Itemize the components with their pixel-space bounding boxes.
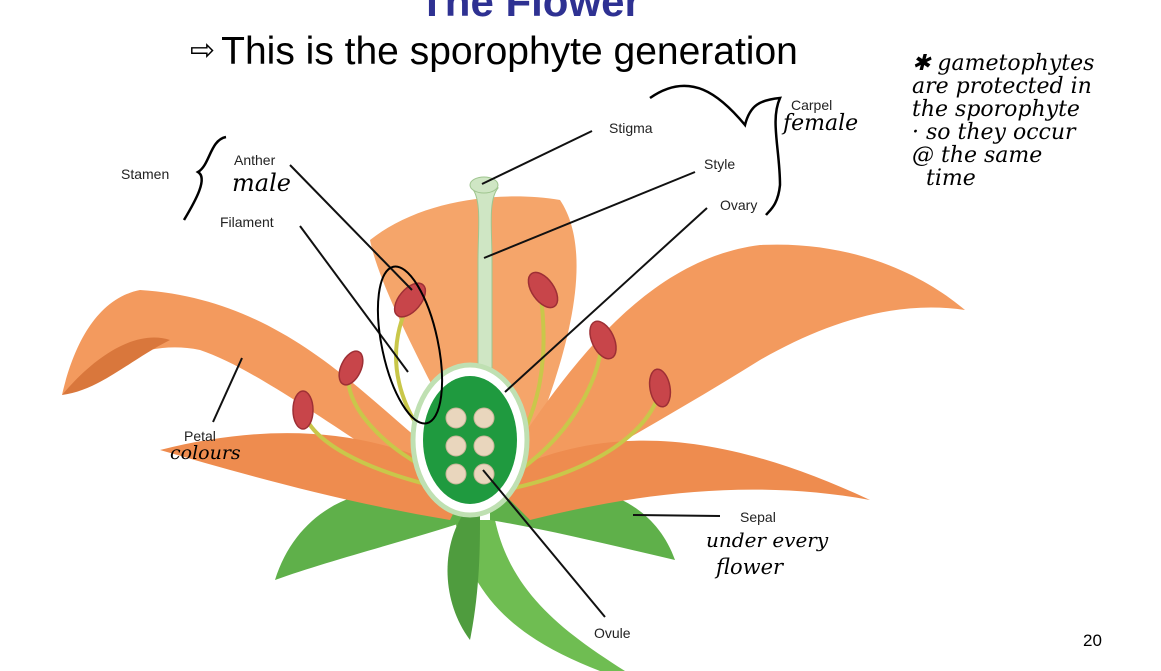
stem xyxy=(455,520,625,671)
handwritten-male: male xyxy=(232,169,291,197)
label-stigma: Stigma xyxy=(609,120,653,136)
anthers xyxy=(292,271,672,430)
handwritten-sepal-note-2: flower xyxy=(716,555,784,579)
page-number: 20 xyxy=(1083,631,1102,650)
note-line: ✱ gametophytes xyxy=(912,51,1095,76)
handwritten-side-note: ✱ gametophytes are protected in the spor… xyxy=(912,52,1094,190)
slide-subtitle: ⇨This is the sporophyte generation xyxy=(190,30,798,74)
petal-left-low xyxy=(160,433,470,520)
sepal-front xyxy=(447,505,480,640)
handwritten-female: female xyxy=(783,111,859,136)
note-line: the sporophyte xyxy=(912,97,1080,122)
petal-right xyxy=(500,244,965,500)
handwritten-sepal-note-1: under every xyxy=(706,528,829,552)
petal-right-low xyxy=(490,440,870,520)
ovary xyxy=(423,376,517,504)
label-petal: Petal xyxy=(184,428,216,444)
note-line: are protected in xyxy=(912,74,1092,99)
ovules xyxy=(445,407,495,485)
label-anther: Anther xyxy=(234,152,276,168)
label-sepal: Sepal xyxy=(740,509,776,525)
leader-lines xyxy=(212,130,721,618)
anther-circle xyxy=(376,265,444,425)
petal-back xyxy=(370,196,577,471)
label-filament: Filament xyxy=(220,214,274,230)
subtitle-text: This is the sporophyte generation xyxy=(221,30,798,73)
note-line: @ the same xyxy=(912,143,1043,168)
label-style: Style xyxy=(704,156,736,172)
carpel-brace xyxy=(649,84,783,216)
note-line: time xyxy=(926,166,976,191)
label-carpel: Carpel xyxy=(791,97,833,113)
label-ovule: Ovule xyxy=(594,625,631,641)
label-ovary: Ovary xyxy=(720,197,758,213)
slide-title: The Flower xyxy=(419,0,641,25)
note-line: · so they occur xyxy=(912,120,1076,145)
petal-left-fold xyxy=(62,337,170,395)
stamen-brace xyxy=(182,135,227,221)
arrow-right-icon: ⇨ xyxy=(190,33,216,68)
handwritten-colours: colours xyxy=(170,442,241,464)
label-stamen: Stamen xyxy=(121,166,170,182)
stigma xyxy=(469,176,499,194)
